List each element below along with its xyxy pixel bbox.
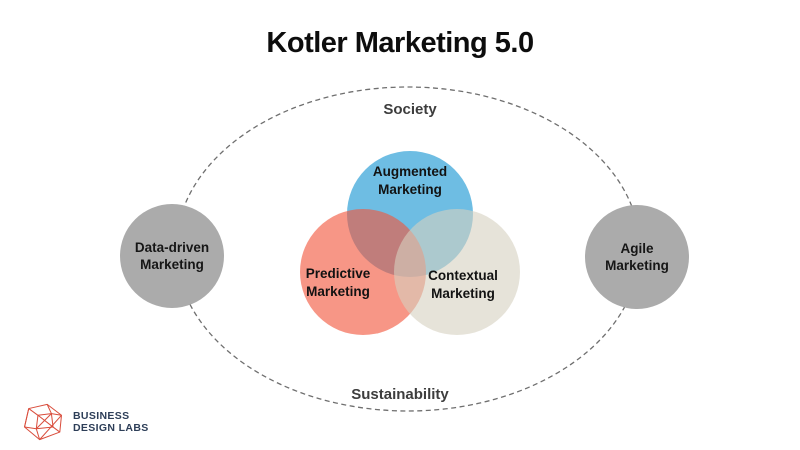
sustainability-label: Sustainability — [351, 386, 449, 403]
logo-line1: BUSINESS — [73, 409, 130, 422]
wireframe-gem-icon — [24, 403, 62, 441]
page-title: Kotler Marketing 5.0 — [266, 27, 534, 59]
society-label: Society — [383, 101, 437, 118]
predictive-marketing-label: Predictive Marketing — [305, 266, 371, 299]
contextual-marketing-circle — [394, 209, 520, 335]
logo-line2: DESIGN LABS — [73, 422, 149, 434]
contextual-marketing-label: Contextual Marketing — [428, 268, 498, 301]
agile-marketing-label: Agile Marketing — [605, 240, 669, 273]
data-driven-marketing-circle: Data-driven Marketing — [120, 204, 224, 308]
augmented-marketing-label: Augmented Marketing — [372, 164, 448, 197]
agile-marketing-circle: Agile Marketing — [585, 205, 689, 309]
data-driven-marketing-label: Data-driven Marketing — [134, 239, 210, 272]
logo-text: BUSINESS DESIGN LABS — [73, 410, 149, 435]
logo: BUSINESS DESIGN LABS — [22, 402, 149, 442]
